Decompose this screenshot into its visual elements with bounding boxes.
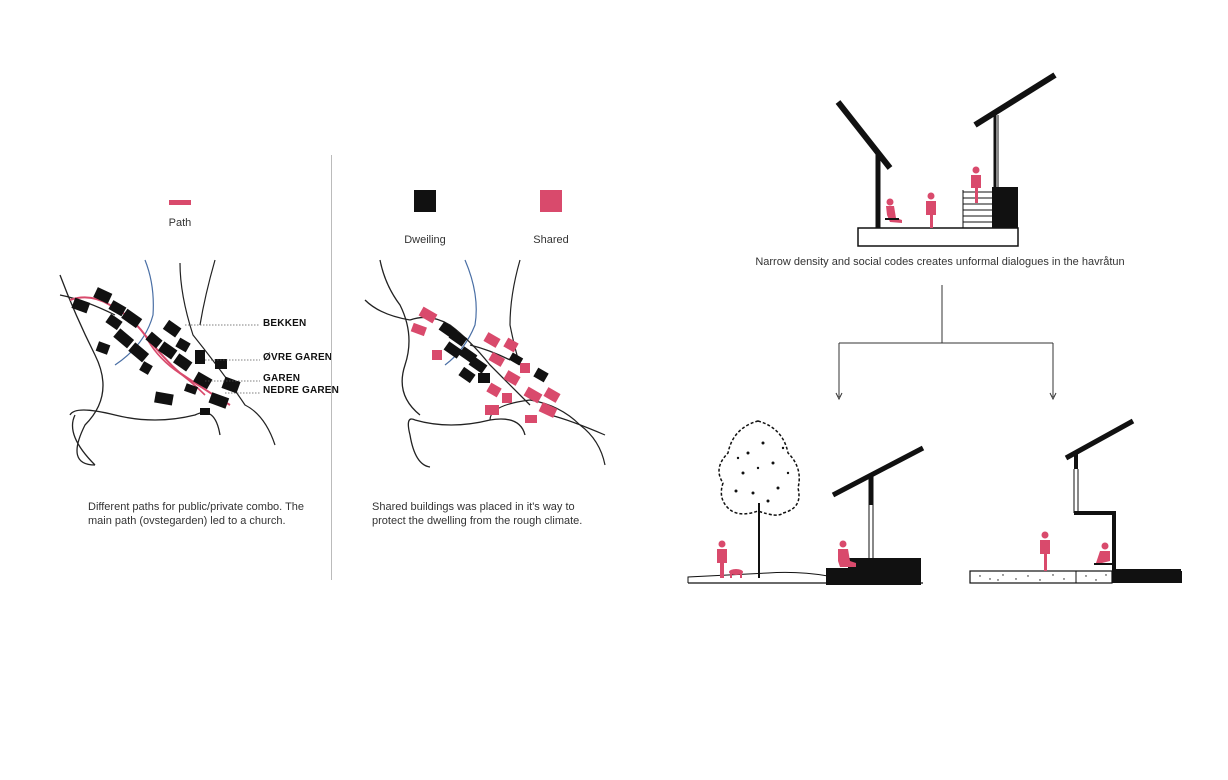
shared-legend: Shared — [521, 190, 581, 246]
left-caption-line-2: main path (ovstegarden) led to a church. — [88, 515, 286, 527]
dwelling-legend: Dweiling — [395, 190, 455, 246]
middle-caption-line-1: Shared buildings was placed in it's way … — [372, 501, 575, 513]
wall-section-drawing — [969, 418, 1182, 584]
dwelling-legend-label: Dweiling — [404, 234, 446, 246]
place-label-nedre-garen: NEDRE GAREN — [263, 385, 340, 396]
shared-legend-label: Shared — [533, 234, 569, 246]
middle-caption-line-2: protect the dwelling from the rough clim… — [372, 515, 583, 527]
havratun-section-drawing — [835, 72, 1057, 247]
place-label-ovre-garen: ØVRE GAREN — [263, 352, 333, 363]
right-caption: Narrow density and social codes creates … — [755, 256, 1125, 268]
left-caption: Different paths for public/private combo… — [88, 500, 328, 528]
left-settlement-map — [59, 259, 276, 466]
middle-settlement-map — [364, 259, 606, 468]
shared-legend-swatch — [540, 190, 562, 212]
left-caption-line-1: Different paths for public/private combo… — [88, 501, 305, 513]
path-legend: Path — [150, 200, 210, 229]
branch-connector — [835, 285, 1057, 401]
panel-divider — [331, 155, 332, 580]
dwelling-legend-swatch — [414, 190, 436, 212]
place-label-garen: GAREN — [263, 373, 301, 384]
tree-section-drawing — [687, 420, 925, 585]
path-legend-label: Path — [168, 217, 192, 229]
place-label-bekken: BEKKEN — [263, 318, 307, 329]
path-legend-swatch — [169, 200, 191, 205]
middle-caption: Shared buildings was placed in it's way … — [372, 500, 612, 528]
